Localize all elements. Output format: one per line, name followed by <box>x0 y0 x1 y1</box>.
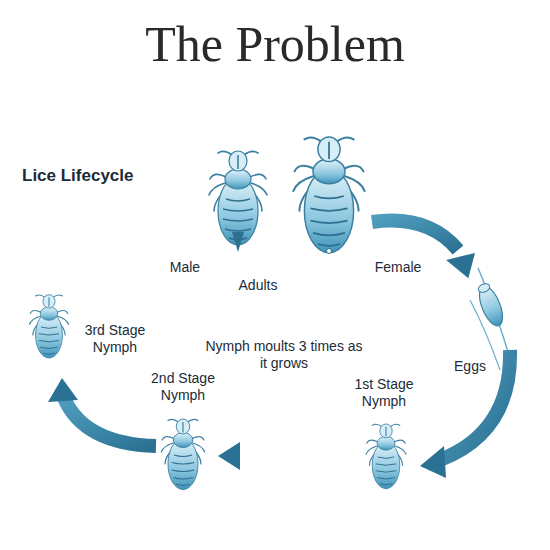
note-text: Nymph moults 3 times as it grows <box>200 338 368 372</box>
stage-label: 3rd Stage Nymph <box>80 322 150 356</box>
diagram-heading: Lice Lifecycle <box>22 165 222 186</box>
page-title: The Problem <box>0 14 550 74</box>
stage-label: Female <box>368 259 428 276</box>
stage-label: 1st Stage Nymph <box>346 376 422 410</box>
stage-label: 2nd Stage Nymph <box>145 370 221 404</box>
stage-label: Eggs <box>450 358 490 375</box>
stage-label: Adults <box>226 277 290 294</box>
stage-label: Male <box>160 259 210 276</box>
